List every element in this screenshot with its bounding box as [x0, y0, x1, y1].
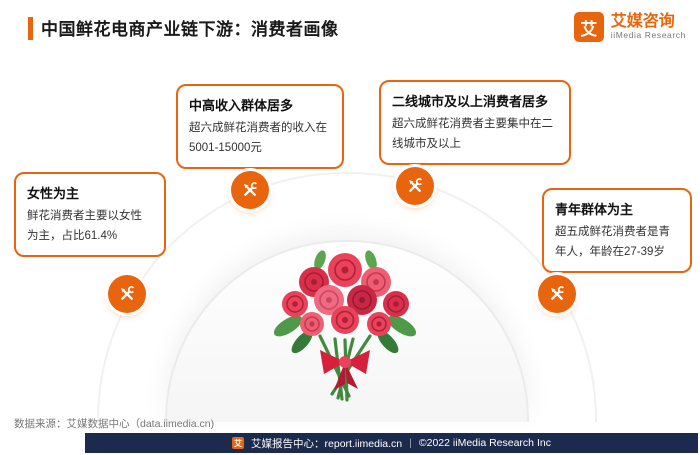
- brand-text: 艾媒咨询 iiMedia Research: [611, 13, 686, 41]
- title-accent-bar: [28, 17, 33, 40]
- callout-city: 二线城市及以上消费者居多 超六成鲜花消费者主要集中在二线城市及以上: [379, 80, 571, 166]
- callout-title: 女性为主: [27, 186, 80, 201]
- callout-income: 中高收入群体居多 超六成鲜花消费者的收入在5001-15000元: [176, 84, 344, 170]
- brand-mark-icon: 艾: [573, 12, 604, 42]
- footer-report-text: 艾媒报告中心：report.iimedia.cn: [251, 437, 403, 450]
- brand-logo: 艾 艾媒咨询 iiMedia Research: [573, 12, 686, 42]
- callout-body: 超六成鲜花消费者主要集中在二线城市及以上: [392, 118, 553, 150]
- page-title: 中国鲜花电商产业链下游：消费者画像: [41, 20, 339, 39]
- footer-separator: |: [409, 437, 412, 449]
- callout-title: 二线城市及以上消费者居多: [392, 94, 549, 109]
- footer-brand-icon: 艾: [232, 437, 245, 449]
- tools-badge-city: [396, 167, 434, 205]
- footer-bar: 艾 艾媒报告中心：report.iimedia.cn | ©2022 iiMed…: [85, 433, 698, 453]
- tools-icon: [118, 284, 137, 303]
- roses: [282, 253, 409, 336]
- callout-youth: 青年群体为主 超五成鲜花消费者是青年人，年龄在27-39岁: [542, 188, 692, 274]
- leaves: [273, 250, 417, 354]
- footer-copyright: ©2022 iiMedia Research Inc: [418, 437, 551, 449]
- callout-title: 中高收入群体居多: [189, 98, 294, 113]
- tools-badge-income: [231, 171, 269, 209]
- brand-subname: iiMedia Research: [610, 30, 686, 41]
- tools-icon: [241, 180, 260, 199]
- tools-badge-youth: [538, 275, 576, 313]
- tools-badge-female: [108, 275, 146, 313]
- callout-female: 女性为主 鲜花消费者主要以女性为主，占比61.4%: [14, 172, 166, 258]
- brand-name: 艾媒咨询: [610, 12, 675, 30]
- tools-icon: [548, 284, 567, 303]
- ribbon-bow: [320, 350, 370, 390]
- callout-body: 超六成鲜花消费者的收入在5001-15000元: [189, 122, 327, 154]
- callout-body: 超五成鲜花消费者是青年人，年龄在27-39岁: [555, 226, 670, 258]
- data-source-note: 数据来源：艾媒数据中心（data.iimedia.cn): [14, 418, 215, 430]
- callout-body: 鲜花消费者主要以女性为主，占比61.4%: [27, 210, 142, 242]
- rose-bouquet-illustration: [273, 250, 417, 402]
- callout-title: 青年群体为主: [555, 202, 634, 217]
- tools-icon: [406, 176, 425, 195]
